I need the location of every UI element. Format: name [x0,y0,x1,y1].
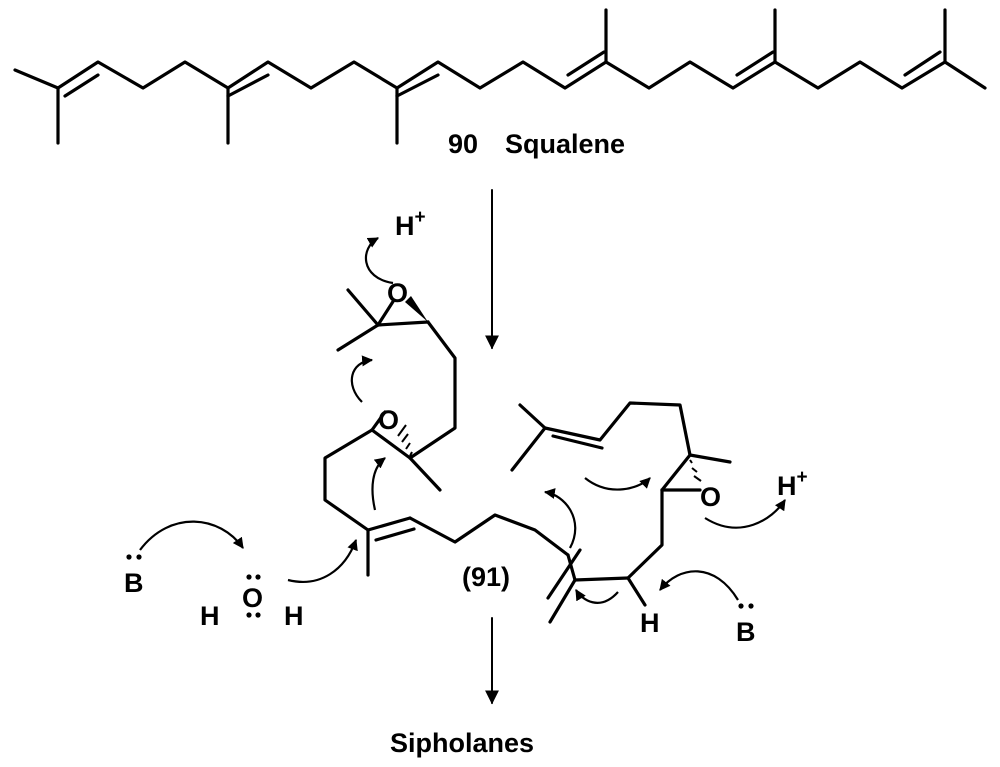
water-hydrogen-left: H [200,601,220,631]
epoxide-oxygen-middle: O [378,405,399,435]
proton-charge: + [797,467,808,488]
bond [573,576,630,582]
bond [408,456,442,492]
epoxide-oxygen-top: O [387,278,408,308]
double-bond [903,50,942,77]
lone-pair [126,554,142,560]
double-bond [551,434,604,450]
squalene-chain [13,8,987,145]
water-hydrogen-right: H [284,601,304,631]
double-bond [63,73,100,98]
base-left: B [124,568,144,598]
lone-pair [246,574,261,618]
bond [543,401,692,457]
hash-bond [397,424,413,457]
bond [370,410,387,432]
bond [688,453,732,464]
bond [660,453,692,492]
double-bond [566,553,577,582]
curly-arrow [659,570,739,601]
base-right: B [736,617,756,647]
squalene-number: 90 [448,129,478,159]
double-bond [395,73,440,98]
water-oxygen: O [242,583,263,613]
chain-hydrogen: H [640,608,660,638]
curly-arrow [543,488,577,549]
curly-arrow [584,477,651,491]
bond [626,576,647,607]
squalene-structure [13,8,987,145]
double-bond [226,73,270,98]
bond [336,323,380,352]
bond [366,516,412,532]
bond [376,298,396,327]
bond [510,426,547,472]
bond [323,428,374,532]
proton-symbol: H [395,211,415,241]
double-bond [566,50,606,77]
bond [546,548,582,600]
hash-bond [689,459,702,482]
wedge-bond [405,296,428,322]
bond [548,578,577,624]
proton-right: H+ [777,467,808,501]
double-bond [735,50,775,77]
double-bond [374,527,416,542]
curly-arrow [287,538,358,583]
epoxide-oxygen-right: O [700,482,721,512]
bond [376,320,430,327]
squalene-label: Squalene [505,129,625,159]
bond [346,288,380,327]
curly-arrows [139,237,786,604]
proton-charge: + [415,207,426,228]
proton-top: H+ [395,207,426,241]
curly-arrow [704,499,786,529]
curly-arrow [139,520,244,551]
lone-pair [738,603,754,609]
intermediate-number: (91) [462,562,510,592]
proton-symbol: H [777,471,797,501]
bond [626,488,664,580]
intermediate-structure [323,288,732,624]
product-label: Sipholanes [390,728,534,758]
bond [370,428,412,460]
curly-arrow [350,355,374,403]
curly-arrow [575,589,619,604]
curly-arrow [371,457,386,511]
curly-arrow [364,237,394,285]
bond [408,320,457,460]
bond [408,513,570,557]
bond [518,403,547,430]
